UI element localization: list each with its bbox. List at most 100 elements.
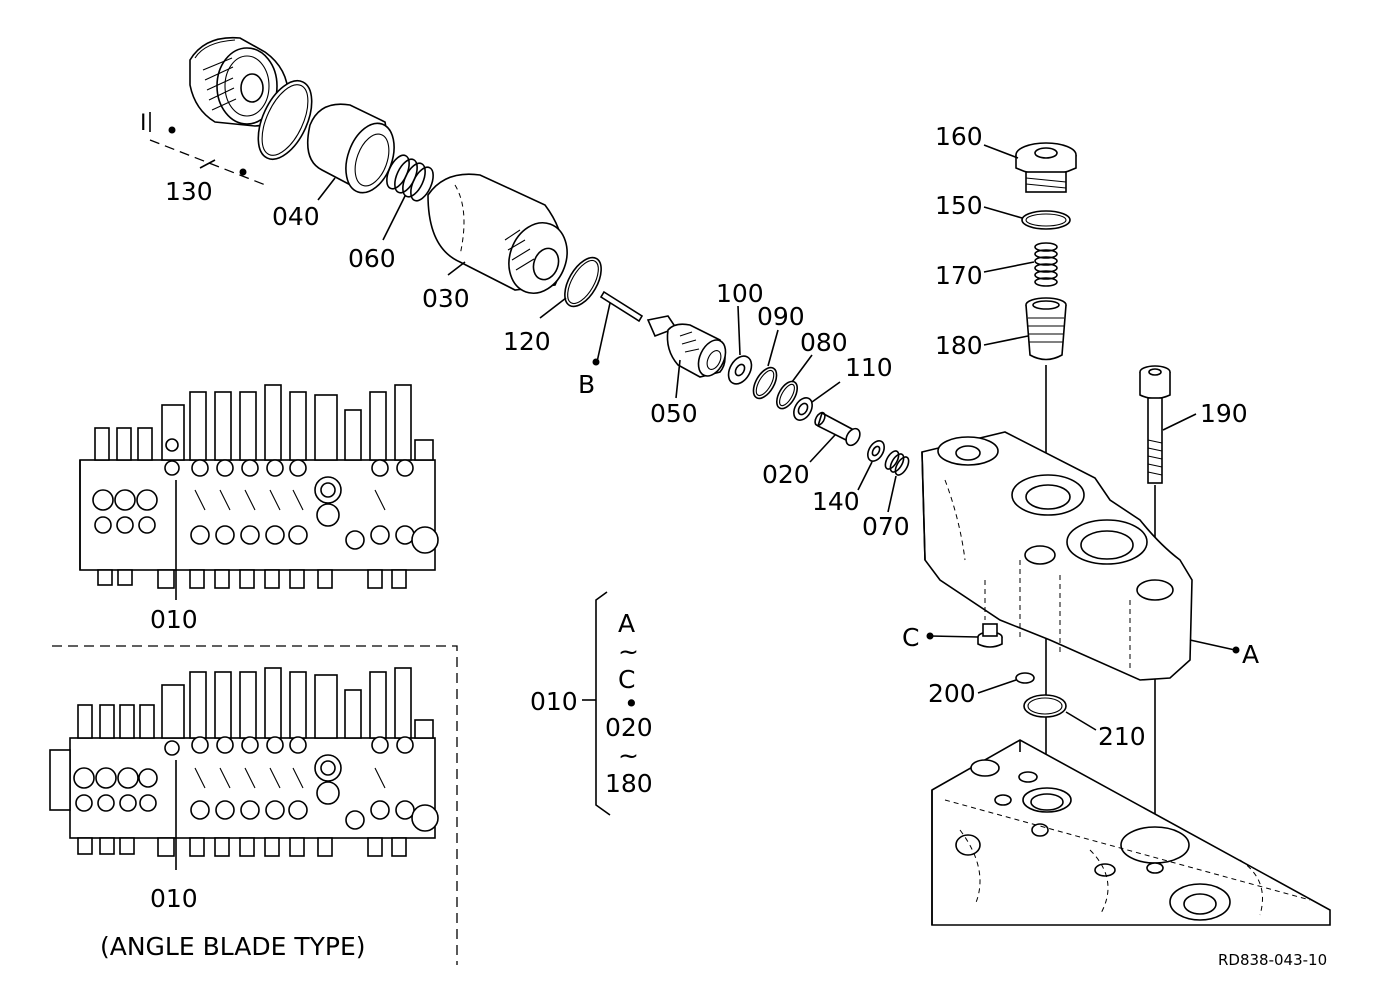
part-label-040: 040 xyxy=(272,202,320,231)
part-label-170: 170 xyxy=(935,261,983,290)
part-label-090: 090 xyxy=(757,302,805,331)
section-block xyxy=(921,431,1193,681)
leader-line-040 xyxy=(317,177,336,201)
leader-line-110 xyxy=(811,381,841,403)
reference-label-i: I xyxy=(140,111,147,136)
composition-bracket: 010 A ~ C • 020 ~ 180 xyxy=(530,591,653,816)
part-label-130: 130 xyxy=(165,177,213,206)
part-150-o-ring-inner xyxy=(1025,213,1067,227)
o-ring xyxy=(257,80,313,160)
part-label-030: 030 xyxy=(422,284,470,313)
leader-line-180 xyxy=(983,335,1029,346)
part-label-210: 210 xyxy=(1098,722,1146,751)
small-plug xyxy=(977,623,1003,648)
part-label-010: 010 xyxy=(150,605,198,634)
part-110-washer-hole xyxy=(797,402,809,416)
control-valve-assembly-standard xyxy=(79,384,439,589)
part-label-160: 160 xyxy=(935,122,983,151)
part-label-050: 050 xyxy=(650,399,698,428)
part-100-washer-hole xyxy=(734,363,746,377)
part-080-o-ring-inner xyxy=(779,383,795,407)
leader-line-090 xyxy=(767,329,779,367)
part-label-200: 200 xyxy=(928,679,976,708)
bracket-part-label: 010 xyxy=(530,687,578,716)
pin xyxy=(599,290,644,323)
reference-label-c: C xyxy=(902,623,919,652)
leader-dot xyxy=(926,632,934,640)
part-210-o-ring xyxy=(1023,694,1067,718)
part-label-190: 190 xyxy=(1200,399,1248,428)
part-120-o-ring xyxy=(564,256,602,308)
part-140-washer-hole xyxy=(871,445,881,457)
leader-line-i xyxy=(149,139,269,187)
bracket-line-4: 180 xyxy=(605,769,653,798)
part-label-140: 140 xyxy=(812,487,860,516)
bracket-tilde-1: ~ xyxy=(618,637,639,666)
part-140-washer xyxy=(867,440,885,462)
part-110-washer xyxy=(793,397,813,421)
leader-line-050 xyxy=(675,359,681,399)
leader-line-130 xyxy=(199,159,216,169)
leader-line-080 xyxy=(791,354,813,383)
part-130-plug xyxy=(189,36,289,127)
bracket-tilde-2: ~ xyxy=(618,741,639,770)
leader-line-160 xyxy=(983,144,1019,159)
part-180-poppet xyxy=(1025,297,1067,361)
part-060-spring xyxy=(386,154,434,202)
part-label-110: 110 xyxy=(845,353,893,382)
part-160-cap-plug xyxy=(1015,142,1077,193)
leader-dot xyxy=(592,358,600,366)
leader-line-b xyxy=(596,302,611,363)
leader-line-150 xyxy=(983,206,1023,219)
bracket-line-2: C xyxy=(618,665,635,694)
leader-line-020 xyxy=(809,434,836,463)
leader-line-120 xyxy=(539,297,567,319)
reference-label-b: B xyxy=(578,370,595,399)
part-label-100: 100 xyxy=(716,279,764,308)
part-050-spool xyxy=(646,315,727,378)
part-200-o-ring xyxy=(1015,672,1035,684)
control-valve-assembly-angle-blade xyxy=(49,667,439,857)
drawing-code: RD838-043-10 xyxy=(1218,951,1327,969)
leader-dot xyxy=(1232,646,1240,654)
part-080-o-ring xyxy=(775,380,799,410)
leader-dot xyxy=(168,126,176,134)
part-label-150: 150 xyxy=(935,191,983,220)
leader-line-c xyxy=(929,635,979,638)
bracket-line-3: 020 xyxy=(605,713,653,742)
leader-line-200 xyxy=(977,679,1017,694)
variant-caption: (ANGLE BLADE TYPE) xyxy=(100,932,366,961)
leader-line-210 xyxy=(1065,711,1097,731)
variant-frame xyxy=(52,645,458,965)
part-label-020: 020 xyxy=(762,460,810,489)
part-label-120: 120 xyxy=(503,327,551,356)
part-170-spring xyxy=(1034,242,1058,287)
reference-label-a: A xyxy=(1242,640,1259,669)
part-070-spring xyxy=(884,450,910,476)
leader-line-170 xyxy=(983,261,1035,273)
part-label-080: 080 xyxy=(800,328,848,357)
part-210-o-ring-inner xyxy=(1027,697,1063,715)
part-090-o-ring xyxy=(752,366,778,400)
part-190-bolt xyxy=(1139,365,1171,484)
part-label-010-angle-blade: 010 xyxy=(150,884,198,913)
leader-line-190 xyxy=(1162,413,1197,431)
part-120-o-ring-inner xyxy=(567,259,599,305)
base-housing xyxy=(931,739,1331,926)
part-030-valve-body xyxy=(427,173,568,294)
leader-line-070 xyxy=(887,475,897,513)
bracket-separator: • xyxy=(624,689,639,718)
o-ring-inner xyxy=(261,84,309,156)
bracket-line-1: A xyxy=(618,609,635,638)
part-040-sleeve xyxy=(306,103,395,194)
part-label-070: 070 xyxy=(862,512,910,541)
leader-line-a xyxy=(1189,639,1236,651)
leader-line-030 xyxy=(447,261,466,276)
part-020-plunger xyxy=(814,411,861,447)
leader-line-100 xyxy=(737,305,741,356)
part-label-180: 180 xyxy=(935,331,983,360)
leader-line-140 xyxy=(857,461,873,491)
leader-dot xyxy=(239,168,247,176)
leader-line-060 xyxy=(382,195,406,241)
